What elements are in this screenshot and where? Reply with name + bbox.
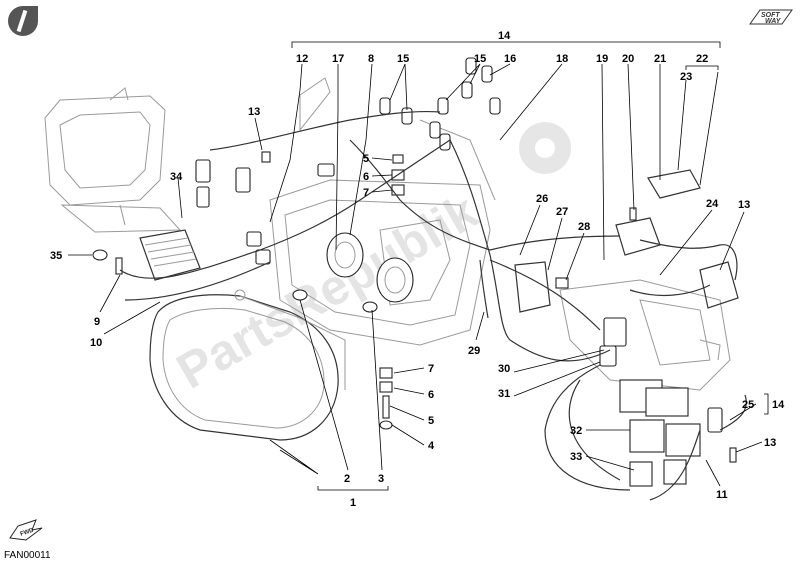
callout-17: 17 bbox=[332, 53, 344, 65]
callout-numbers: 14 12 17 8 15 15 16 18 19 20 21 22 23 13… bbox=[50, 30, 785, 509]
callout-4: 4 bbox=[428, 440, 435, 452]
watermark-text: PartsRepublik bbox=[168, 183, 487, 400]
callout-15b: 15 bbox=[474, 53, 486, 65]
lamp-bulbs bbox=[379, 57, 501, 151]
callout-21: 21 bbox=[654, 53, 666, 65]
connectors bbox=[92, 159, 723, 433]
headlamp-assembly bbox=[149, 289, 346, 441]
callout-3: 3 bbox=[378, 473, 384, 485]
callout-8: 8 bbox=[368, 53, 374, 65]
callout-28: 28 bbox=[578, 221, 590, 233]
callout-18: 18 bbox=[556, 53, 568, 65]
right-bracket bbox=[559, 279, 731, 391]
callout-34: 34 bbox=[170, 171, 183, 183]
callout-5b: 5 bbox=[428, 415, 434, 427]
fwd-label: FWD bbox=[20, 528, 35, 538]
callout-27: 27 bbox=[556, 206, 568, 218]
fairing-bracket bbox=[44, 87, 182, 233]
callout-16: 16 bbox=[504, 53, 516, 65]
callout-9: 9 bbox=[94, 316, 100, 328]
callout-14-top: 14 bbox=[498, 30, 511, 42]
callout-5: 5 bbox=[363, 153, 369, 165]
relay-units bbox=[514, 169, 739, 487]
callout-7b: 7 bbox=[428, 363, 434, 375]
callout-13b: 13 bbox=[738, 199, 750, 211]
callout-22: 22 bbox=[696, 53, 708, 65]
callout-30: 30 bbox=[498, 363, 510, 375]
leader-lines bbox=[68, 41, 769, 491]
callout-15a: 15 bbox=[397, 53, 409, 65]
softway-logo: SOFT WAY bbox=[748, 6, 794, 28]
callout-29: 29 bbox=[468, 345, 480, 357]
page-corner-tab bbox=[8, 6, 38, 36]
callout-2: 2 bbox=[344, 473, 350, 485]
callout-25: 25 bbox=[742, 399, 754, 411]
voltage-regulator bbox=[139, 229, 201, 281]
forward-arrow-icon: FWD bbox=[8, 518, 44, 542]
brand-line-2: WAY bbox=[765, 18, 782, 25]
brand-line-1: SOFT bbox=[761, 12, 780, 19]
callout-14-side: 14 bbox=[772, 399, 785, 411]
callout-6b: 6 bbox=[428, 389, 434, 401]
callout-10: 10 bbox=[90, 337, 102, 349]
callout-32: 32 bbox=[570, 425, 582, 437]
callout-20: 20 bbox=[622, 53, 634, 65]
callout-1: 1 bbox=[350, 497, 356, 509]
forward-arrow-graphic: FWD bbox=[9, 519, 43, 541]
callout-24: 24 bbox=[706, 198, 719, 210]
callout-35: 35 bbox=[50, 250, 62, 262]
callout-19: 19 bbox=[596, 53, 608, 65]
watermark-gear-icon bbox=[519, 122, 571, 174]
callout-13c: 13 bbox=[764, 437, 776, 449]
callout-7: 7 bbox=[363, 187, 369, 199]
softway-logo-graphic: SOFT WAY bbox=[749, 9, 793, 25]
callout-23: 23 bbox=[680, 71, 692, 83]
callout-26: 26 bbox=[536, 193, 548, 205]
callout-31: 31 bbox=[498, 388, 510, 400]
callout-6: 6 bbox=[363, 171, 369, 183]
callout-13a: 13 bbox=[248, 106, 260, 118]
callout-11: 11 bbox=[716, 489, 728, 501]
callout-12: 12 bbox=[296, 53, 308, 65]
figure-code: FAN00011 bbox=[4, 550, 51, 561]
callout-33: 33 bbox=[570, 451, 582, 463]
